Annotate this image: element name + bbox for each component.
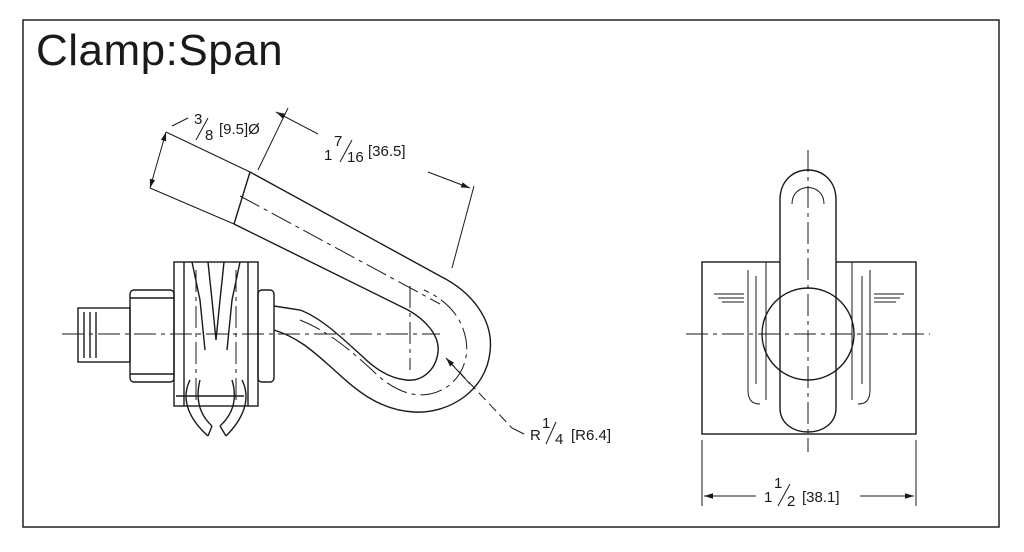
dim-overall-width bbox=[701, 440, 917, 506]
drawing-title: Clamp:Span bbox=[36, 26, 284, 75]
flange bbox=[257, 289, 275, 383]
straight-length-den: 16 bbox=[347, 149, 364, 166]
clamp-jaws bbox=[176, 379, 247, 437]
overall-width-metric: [38.1] bbox=[802, 489, 840, 506]
dim-bend-radius bbox=[445, 357, 525, 435]
rod-diameter-den: 8 bbox=[205, 127, 213, 144]
straight-length-num: 7 bbox=[334, 133, 342, 150]
bend-radius-metric: [R6.4] bbox=[571, 427, 611, 444]
sheet-border bbox=[22, 19, 1000, 528]
side-view-labels: 3 8 [9.5]Ø 1 7 16 [36.5] R 1 4 [R6.4] bbox=[194, 111, 611, 448]
bend-radius-prefix: R bbox=[530, 427, 541, 444]
overall-width-den: 2 bbox=[787, 493, 795, 510]
hook-rod bbox=[233, 171, 492, 413]
front-centerlines bbox=[686, 150, 930, 452]
hex-nut bbox=[129, 289, 175, 383]
dim-straight-length bbox=[257, 107, 475, 269]
overall-width-whole: 1 bbox=[764, 489, 772, 506]
straight-length-whole: 1 bbox=[324, 147, 332, 164]
rod-diameter-metric: [9.5]Ø bbox=[219, 121, 260, 138]
bend-radius-num: 1 bbox=[542, 415, 550, 432]
centerlines bbox=[62, 195, 468, 400]
straight-length-metric: [36.5] bbox=[368, 143, 406, 160]
jaw-lines bbox=[714, 262, 904, 405]
overall-width-num: 1 bbox=[774, 475, 782, 492]
threaded-end bbox=[77, 307, 131, 363]
front-view bbox=[686, 150, 930, 506]
front-view-labels: 1 1 2 [38.1] bbox=[764, 475, 840, 510]
side-view bbox=[62, 107, 525, 437]
bend-radius-den: 4 bbox=[555, 431, 563, 448]
dim-rod-diameter bbox=[149, 117, 251, 225]
rod-diameter-num: 3 bbox=[194, 111, 202, 128]
